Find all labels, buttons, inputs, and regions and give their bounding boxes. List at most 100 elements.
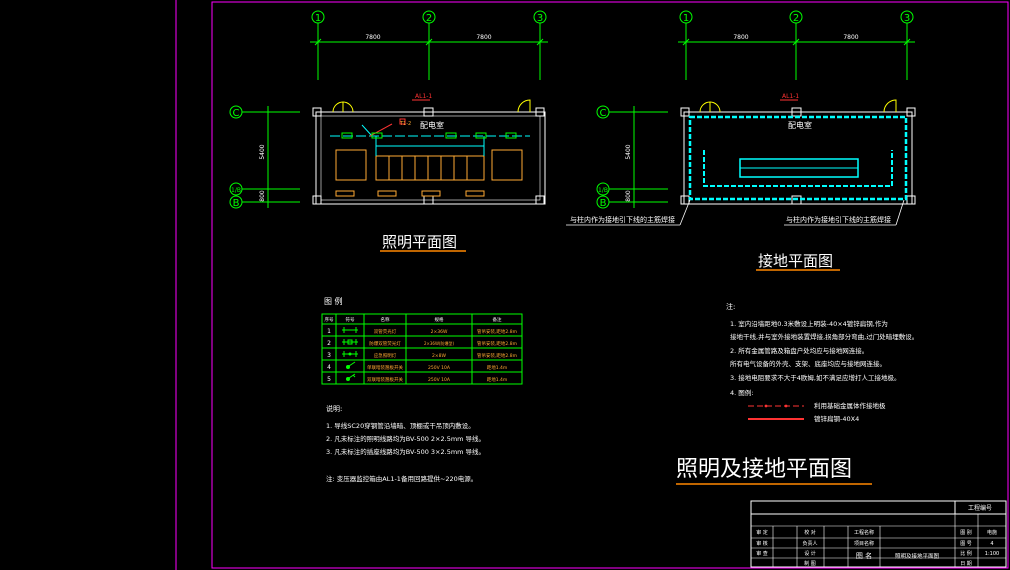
dim-vertical-1-g: 5400: [625, 144, 632, 159]
switchgear-row: [375, 155, 485, 181]
legend-cell: 3: [327, 352, 331, 359]
fluorescent-lamps: [341, 132, 517, 139]
tb-cell: 日 期: [960, 561, 972, 567]
legend-cell: 距地1.4m: [487, 364, 508, 371]
legend-cell: 4: [327, 364, 331, 371]
axis-b-label-g: B: [600, 198, 607, 209]
axis-2-bubble-g: 2: [789, 10, 803, 24]
axis-b-label: B: [233, 198, 240, 209]
title-block: 工程编号 审 定 校 对 工程名称 图 别 电施 审 核 负责人 项目名称 图 …: [750, 500, 1007, 568]
axis-c-bubble: C: [229, 105, 243, 119]
notes-right-item: 4. 图例:: [730, 388, 753, 397]
lighting-plan-title: 照明平面图: [382, 233, 457, 251]
axis-1-label: 1: [315, 13, 321, 24]
grounding-plan-title: 接地平面图: [758, 252, 833, 270]
tb-cell: 图 名: [856, 551, 872, 560]
legend-cell: 管吊安装,距地2.8m: [477, 352, 517, 359]
tb-cell: 1:100: [985, 551, 999, 557]
door-left: [332, 101, 344, 113]
tb-cell: 审 核: [756, 540, 768, 547]
fluorescent-lamp-icon: [342, 327, 358, 333]
dim-span-1-g: 7800: [733, 34, 748, 41]
legend-cell: 双联暗装翘板开关: [367, 376, 403, 383]
title-block-project-no: 工程编号: [968, 504, 992, 512]
lighting-pole-tag: T1-2: [399, 121, 411, 127]
dim-vertical-2: 800: [259, 190, 266, 202]
main-drawing-title: 照明及接地平面图: [676, 457, 852, 482]
tb-cell: 图 号: [960, 541, 972, 547]
axis-c-label-g: C: [600, 108, 607, 119]
legend-cell: 双管荧光灯: [374, 328, 397, 335]
grounding-plan: 1 2 3 7800 7800 C 1/B B: [596, 10, 916, 271]
dim-vertical-2-g: 800: [625, 190, 632, 202]
notes-left-item-2: 2. 凡未标注的照明线路均为BV-500 2×2.5mm 导线。: [326, 434, 485, 443]
legend-cell: 1: [327, 328, 331, 335]
grounding-room-label: 配电室: [788, 120, 812, 130]
tb-cell: 负责人: [802, 540, 817, 547]
door-right-g: [883, 99, 897, 113]
tb-cell: 项目名称: [854, 540, 874, 547]
legend-header-remark: 备注: [493, 316, 502, 323]
lighting-plan: 1 2 3 7800 7800 C 1/B B: [229, 10, 548, 252]
notes-right-item: 3. 接地电阻要求不大于4欧姆,如不满足应增打人工接地极。: [730, 373, 900, 382]
title-block-frame: [750, 500, 1007, 568]
axis-2-label: 2: [426, 13, 432, 24]
legend-cell: 管吊安装,距地2.8m: [477, 340, 517, 347]
tb-cell: 制 图: [804, 560, 816, 567]
axis-b-bubble-g: B: [596, 195, 610, 209]
dim-span-1: 7800: [365, 34, 380, 41]
tb-cell: 校 对: [804, 529, 816, 536]
legend-foundation-line: [748, 404, 804, 408]
tb-cell: 设 计: [804, 550, 816, 557]
legend-cell: 2×36W(防爆型): [424, 340, 455, 346]
legend-header-symbol: 符号: [346, 316, 355, 323]
notes-left-extra: 注: 变压器监控箱由AL1-1备用回路提供~220电源。: [326, 474, 477, 483]
axis-3-bubble: 3: [533, 10, 547, 24]
grounding-cabinet-tag: AL1-1: [782, 93, 799, 100]
notes-right-item: 接地干线,并与室外接地装置焊接,拐角部分弯曲,过门处暗埋敷设。: [730, 332, 918, 341]
axis-b-sub-bubble: 1/B: [229, 182, 243, 196]
axis-3-bubble-g: 3: [900, 10, 914, 24]
notes-right-item: 1. 室内沿墙距地0.3米敷设上明装-40×4镀锌扁钢,作为: [730, 319, 888, 328]
legend-cell: 2: [327, 340, 331, 347]
axis-1-label-g: 1: [683, 13, 689, 24]
notes-left-title: 说明:: [326, 404, 342, 413]
notes-left: 说明: 1. 导线SC20穿钢管沿墙暗、顶棚或干吊顶内敷设。 2. 凡未标注的照…: [326, 404, 485, 483]
note-below-lighting: 与柱内作为接地引下线的主筋焊接: [570, 215, 675, 224]
tb-cell: 审 定: [756, 529, 768, 536]
axis-3-label-g: 3: [904, 13, 910, 24]
drawing-border: [211, 1, 1009, 569]
axis-c-label: C: [233, 108, 240, 119]
single-switch-icon: [346, 361, 356, 369]
tb-cell: 4: [990, 541, 993, 547]
dim-span-2: 7800: [476, 34, 491, 41]
legend-cell: 250V 10A: [428, 377, 451, 383]
notes-right-title: 注:: [726, 302, 735, 311]
tb-cell: 比 例: [960, 550, 972, 557]
legend-cell: 250V 10A: [428, 365, 451, 371]
notes-left-item-3: 3. 凡未标注的插座线路均为BV-500 3×2.5mm 导线。: [326, 447, 485, 456]
legend-cell: 5: [327, 376, 331, 383]
tb-cell: 图 别: [960, 529, 972, 536]
legend-cell: 距地1.4m: [487, 376, 508, 383]
axis-3-label: 3: [537, 13, 543, 24]
notes-right-item: 2. 所有金属管路及箱盘户处均应与接地网连接。: [730, 346, 868, 355]
legend: 图 例 序号 符号 名称 规格 备注 1 双管荧光灯 2×36W 管吊安装,距地…: [321, 296, 523, 385]
tb-cell: 工程名称: [854, 529, 874, 536]
tb-cell: 电施: [987, 529, 997, 536]
notes-right-legend1: 利用基础金属体作接地极: [814, 401, 886, 410]
legend-cell: 单联暗装翘板开关: [367, 364, 403, 371]
door-left-g: [699, 101, 711, 113]
axis-b-sub-label: 1/B: [231, 187, 241, 194]
axis-b-bubble: B: [229, 195, 243, 209]
dim-span-2-g: 7800: [843, 34, 858, 41]
lighting-room-label: 配电室: [420, 120, 444, 130]
cabinet-left: [335, 149, 367, 181]
axis-b-sub-bubble-g: 1/B: [596, 182, 610, 196]
tb-drawing-name: 照明及接地平面图: [895, 552, 940, 560]
notes-right-item: 所有电气设备的外壳、支架、底座均应与接地网连接。: [730, 359, 886, 368]
legend-cell: 管吊安装,距地2.8m: [477, 328, 517, 335]
legend-header-no: 序号: [325, 316, 334, 323]
legend-cell: 防爆双管荧光灯: [369, 340, 401, 347]
